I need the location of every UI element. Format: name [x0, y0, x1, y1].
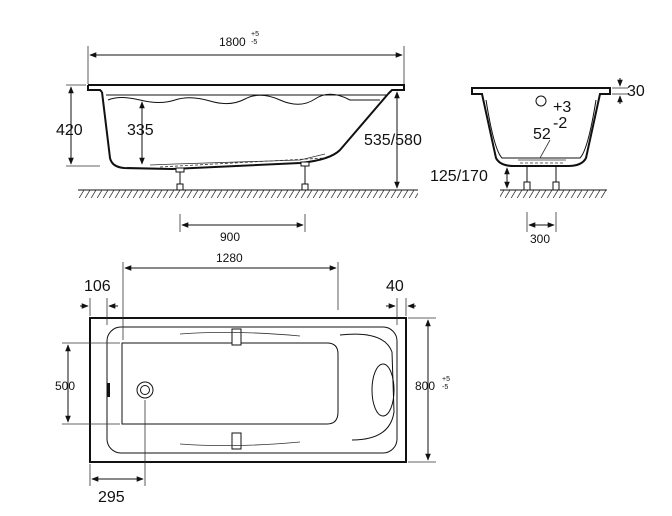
- side-frame: [149, 153, 326, 166]
- top-contour-bottom: [179, 441, 301, 446]
- dim-rim-height-label: 420: [56, 122, 83, 139]
- top-basin-outline: [121, 342, 339, 425]
- side-view: 1800 +5 -5 420 335 535/580 900: [56, 31, 422, 244]
- dim-drain-label: 52: [533, 126, 551, 143]
- top-headrest-outline: [339, 333, 395, 441]
- overflow-icon: [535, 95, 547, 107]
- top-inner-rim: [106, 326, 398, 454]
- headrest-icon: [371, 363, 395, 417]
- dim-width-tol-minus: -5: [442, 384, 448, 391]
- drain-inner-icon: [140, 385, 150, 395]
- side-water-wave: [107, 93, 380, 105]
- dim-length-tol-plus: +5: [251, 31, 259, 38]
- dim-width-label: 800: [415, 379, 435, 393]
- side-frame-rail: [159, 157, 326, 168]
- end-tol-minus: -2: [553, 115, 567, 132]
- dim-length-tol-minus: -5: [251, 39, 257, 46]
- dim-length-label: 1800: [219, 35, 246, 49]
- dim-drain-leader: [539, 139, 551, 159]
- dim-end-leg-spacing-label: 300: [530, 232, 550, 246]
- end-tol-plus: +3: [553, 99, 571, 116]
- end-view: 30 +3 -2 52 125/170 300: [430, 78, 645, 246]
- dim-drain-offset-label: 295: [98, 489, 125, 506]
- dim-inner-depth-label: 335: [127, 122, 154, 139]
- end-leg-left: [523, 166, 531, 191]
- dim-total-height-label: 535/580: [364, 132, 422, 149]
- drain-icon: [136, 381, 154, 399]
- dim-offset-left-label: 106: [84, 278, 111, 295]
- top-outer-rim: [89, 317, 407, 463]
- side-rim-left: [87, 85, 103, 93]
- side-body-outline: [101, 91, 389, 171]
- dim-inner-length-label: 1280: [216, 251, 243, 265]
- side-floor-hatch: [78, 190, 418, 198]
- end-inner-outline: [485, 99, 597, 159]
- dim-rim-thickness-label: 30: [627, 83, 645, 100]
- grip-handle-top: [231, 328, 242, 346]
- end-leg-right: [552, 166, 560, 191]
- dim-leg-spacing-label: 900: [220, 230, 240, 244]
- grip-handle-bottom: [231, 432, 242, 450]
- side-leg-right: [300, 161, 310, 191]
- side-rim: [88, 84, 405, 95]
- dim-offset-right-label: 40: [386, 278, 404, 295]
- side-leg-left: [175, 167, 185, 191]
- dim-inner-width-label: 500: [55, 379, 75, 393]
- dim-width-tol-plus: +5: [442, 376, 450, 383]
- end-floor-hatch: [500, 190, 607, 198]
- top-view: 1280 106 40 500 800 +5 -5 295: [55, 251, 450, 506]
- dim-leg-height-label: 125/170: [430, 168, 488, 185]
- overflow-mark: [107, 383, 110, 397]
- top-contour-top: [179, 332, 301, 337]
- end-body-outline: [471, 87, 611, 167]
